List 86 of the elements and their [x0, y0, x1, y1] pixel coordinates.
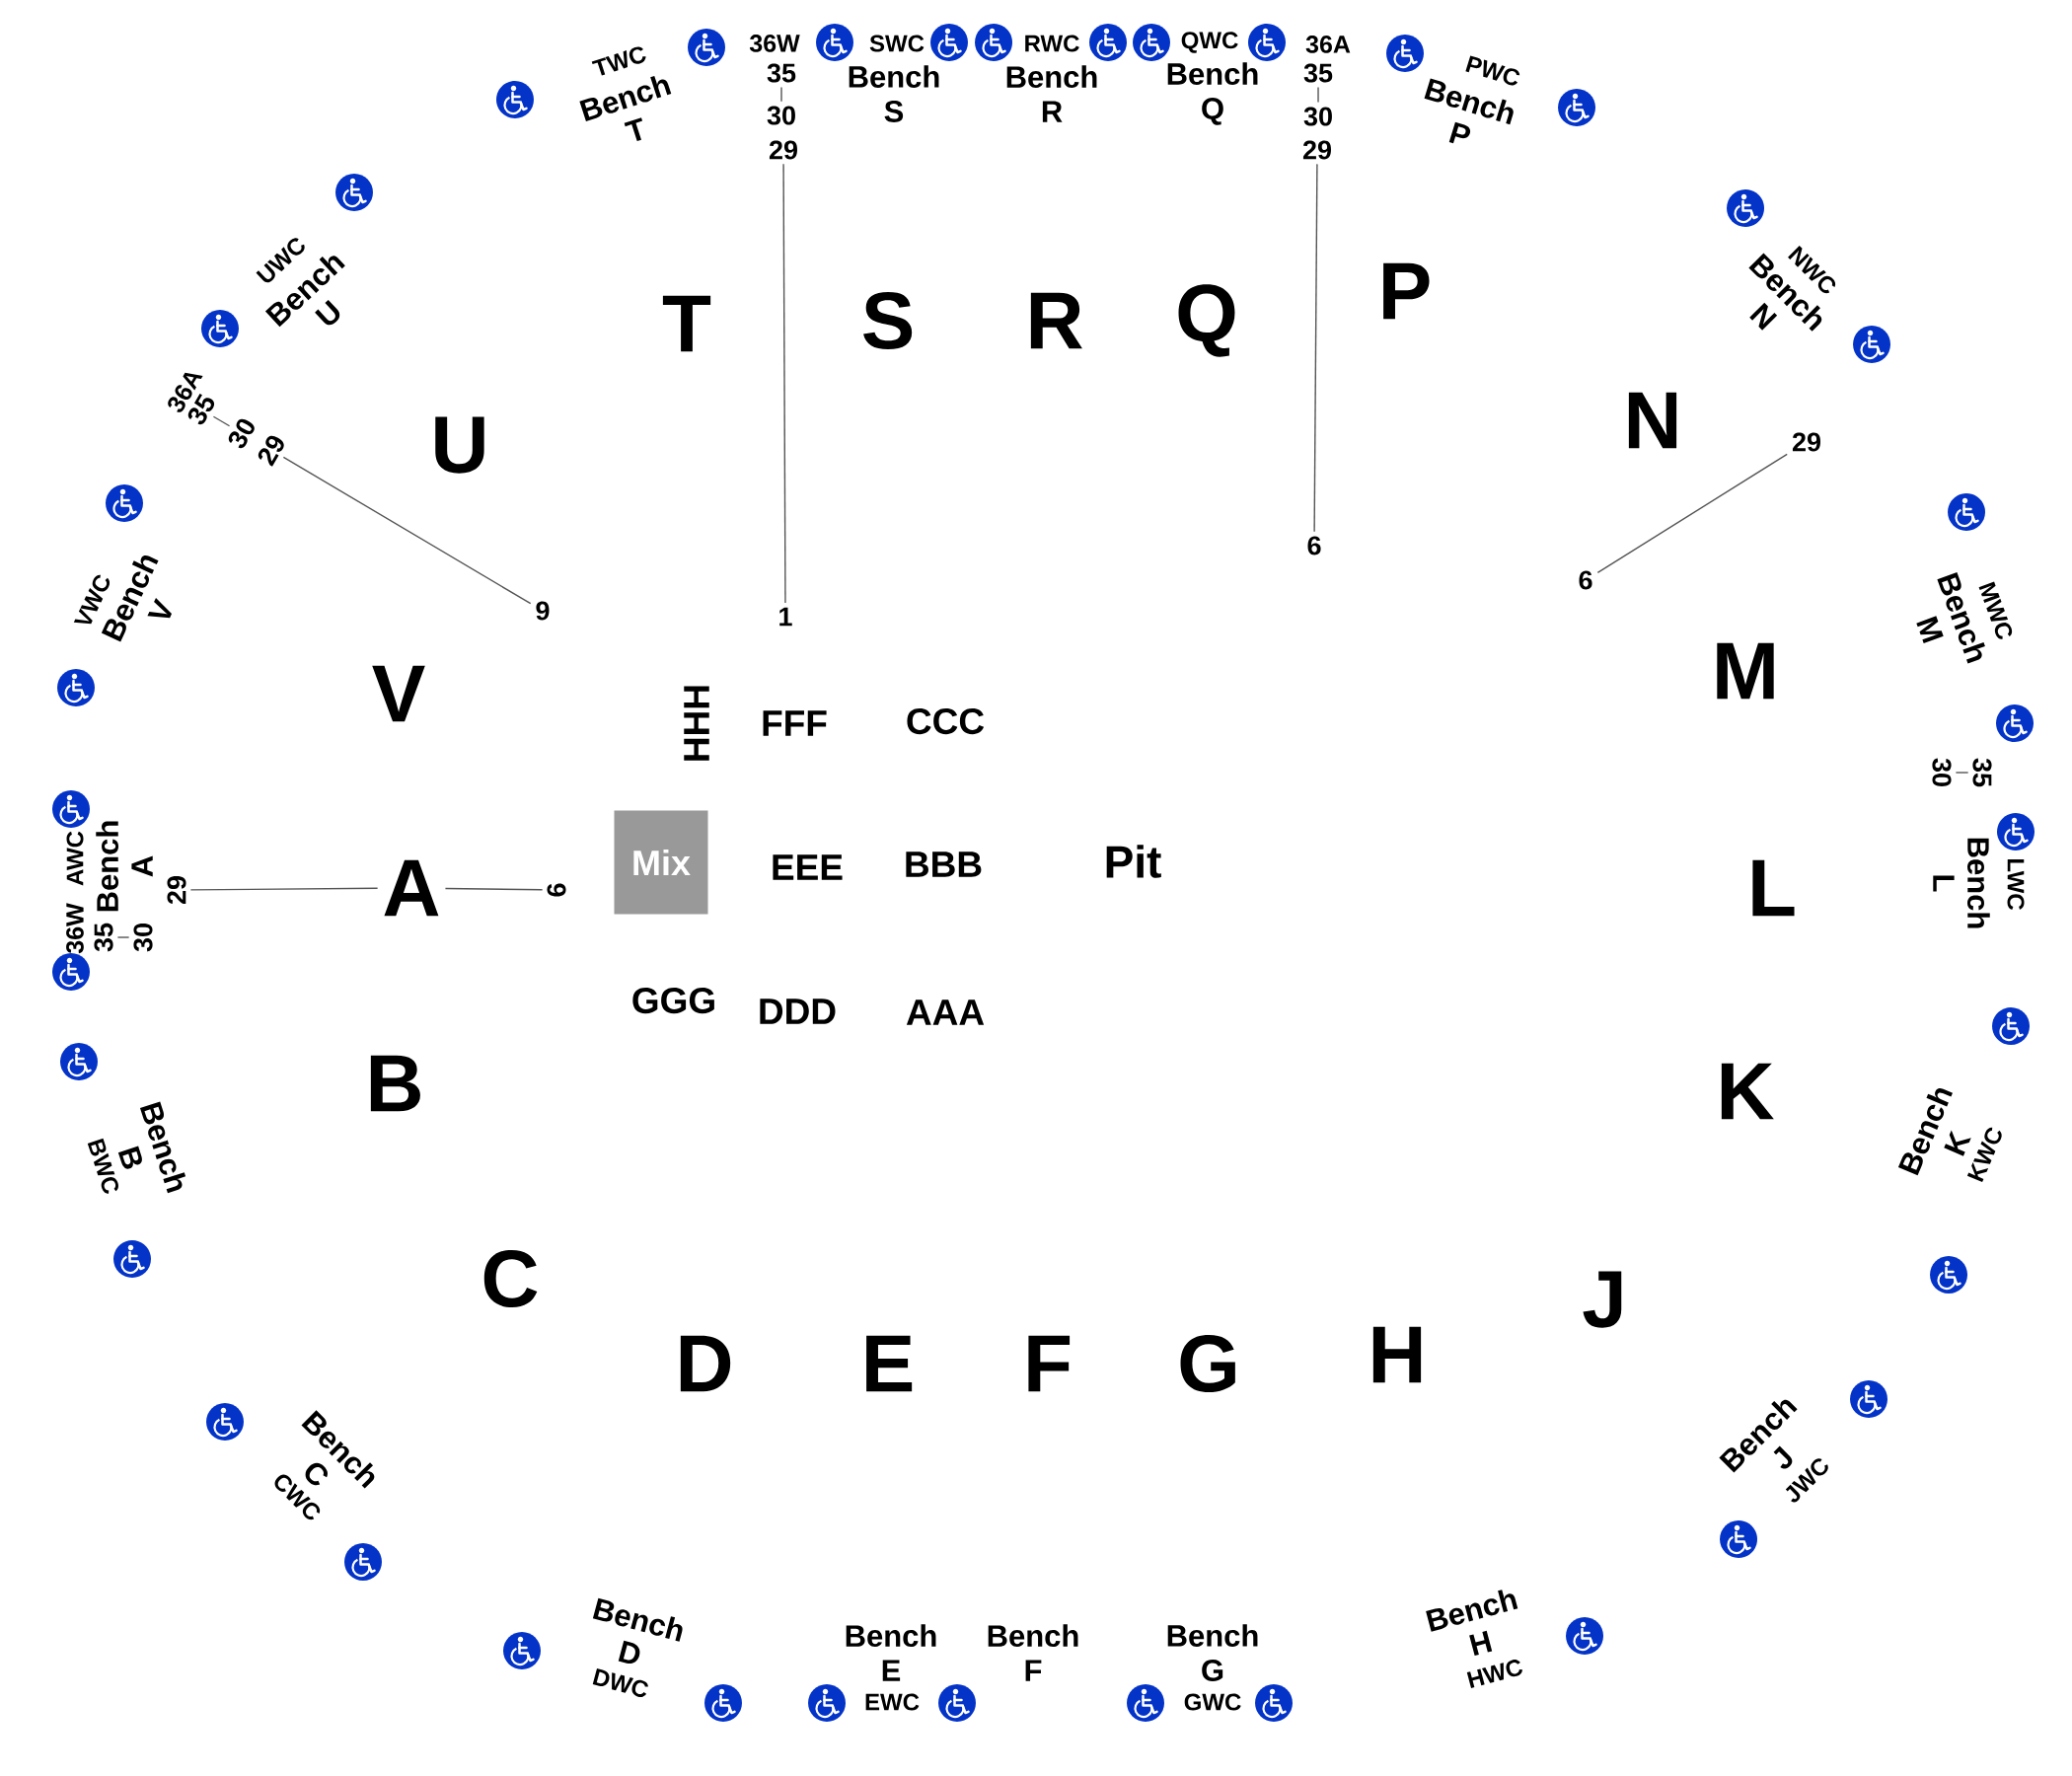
wheelchair-label: RWC: [1025, 35, 1079, 52]
row-number: 29: [258, 435, 284, 467]
bench-label: Bench A: [96, 821, 153, 912]
row-number: 36W: [749, 35, 800, 52]
section-letter: P: [1383, 262, 1430, 320]
wheelchair-label: GWC: [1184, 1693, 1241, 1711]
wheelchair-label: SWC: [869, 35, 925, 52]
wheelchair-label: AWC: [66, 831, 84, 886]
section-letter: K: [1721, 1063, 1774, 1120]
section-letter: A: [384, 859, 439, 917]
pit-label: Pit: [1106, 845, 1161, 878]
row-range-line: [1313, 163, 1318, 533]
row-number: 35: [94, 923, 113, 952]
row-number: 29: [1302, 140, 1331, 160]
row-range-line: [212, 415, 231, 427]
row-range-line: [782, 163, 786, 604]
bench-label: Bench L: [1933, 838, 1990, 928]
section-letter: S: [863, 291, 913, 350]
row-range-line: [1955, 772, 1969, 774]
section-letter: N: [1628, 392, 1677, 449]
wheelchair-label: QWC: [1181, 32, 1238, 53]
floor-section-label: AAA: [906, 999, 985, 1025]
section-letter: E: [866, 1335, 913, 1392]
wheelchair-label: HWC: [1466, 1660, 1523, 1688]
wheelchair-label: DWC: [592, 1668, 648, 1697]
row-number: 36W: [66, 903, 84, 954]
row-number: 30: [228, 418, 255, 449]
row-number: 35: [767, 63, 796, 83]
section-letter: M: [1717, 642, 1774, 700]
section-letter: F: [1028, 1335, 1071, 1392]
bench-label: Bench S: [849, 65, 939, 122]
row-range-line: [444, 887, 544, 891]
floor-section-label: HHH: [684, 686, 709, 761]
bench-label: Bench G: [1167, 1624, 1258, 1681]
section-letter: T: [662, 295, 711, 352]
row-number: 6: [1579, 570, 1592, 590]
section-letter: G: [1180, 1334, 1235, 1393]
wheelchair-label: BWC: [87, 1138, 118, 1194]
bench-label: Bench B: [117, 1101, 186, 1194]
row-range-line: [780, 86, 782, 103]
floor-section-label: DDD: [760, 999, 836, 1024]
section-letter: J: [1583, 1271, 1622, 1328]
floor-section-label: GGG: [632, 987, 714, 1014]
row-range-line: [116, 936, 130, 938]
row-number: 9: [536, 601, 550, 621]
row-range-line: [282, 456, 532, 605]
bench-label: Bench E: [846, 1624, 936, 1681]
floor-section-label: FFF: [763, 710, 827, 736]
row-number: 30: [1932, 758, 1952, 786]
wheelchair-label: EWC: [865, 1693, 920, 1711]
row-number: 29: [769, 140, 797, 160]
bench-label: Bench F: [988, 1624, 1078, 1681]
section-letter: B: [370, 1055, 420, 1112]
section-letter: H: [1372, 1326, 1422, 1383]
section-letter: L: [1752, 859, 1795, 917]
row-number: 35: [1972, 758, 1992, 787]
row-range-line: [189, 887, 379, 891]
wheelchair-label: TWC: [591, 46, 646, 76]
row-number: 1: [779, 607, 792, 627]
row-number: 29: [1792, 432, 1820, 452]
row-number: 6: [1307, 536, 1321, 555]
section-letter: V: [372, 665, 425, 722]
row-number: 35: [1303, 63, 1333, 83]
bench-label: Bench D: [592, 1597, 683, 1665]
floor-section-label: CCC: [907, 707, 985, 735]
bench-label: Bench Q: [1167, 62, 1258, 125]
row-range-line: [1317, 86, 1319, 104]
mix-box: Mix: [614, 810, 708, 915]
floor-section-label: EEE: [773, 854, 843, 880]
row-number: 36A: [1305, 36, 1351, 53]
row-number: 29: [167, 876, 186, 905]
row-number: 30: [767, 106, 795, 125]
bench-label: Bench R: [1006, 65, 1097, 122]
bench-label: Bench T: [579, 75, 672, 141]
bench-label: Bench H: [1426, 1590, 1518, 1657]
section-letter: Q: [1178, 284, 1235, 357]
row-range-line: [1596, 453, 1788, 574]
section-letter: R: [1030, 292, 1082, 349]
row-number: 30: [133, 924, 153, 952]
section-letter: C: [483, 1249, 538, 1308]
section-letter: D: [680, 1335, 731, 1392]
row-number: 30: [1303, 107, 1332, 126]
floor-section-label: BBB: [906, 851, 982, 877]
wheelchair-label: LWC: [2007, 859, 2025, 911]
section-letter: U: [435, 416, 484, 474]
row-number: 6: [547, 883, 566, 897]
